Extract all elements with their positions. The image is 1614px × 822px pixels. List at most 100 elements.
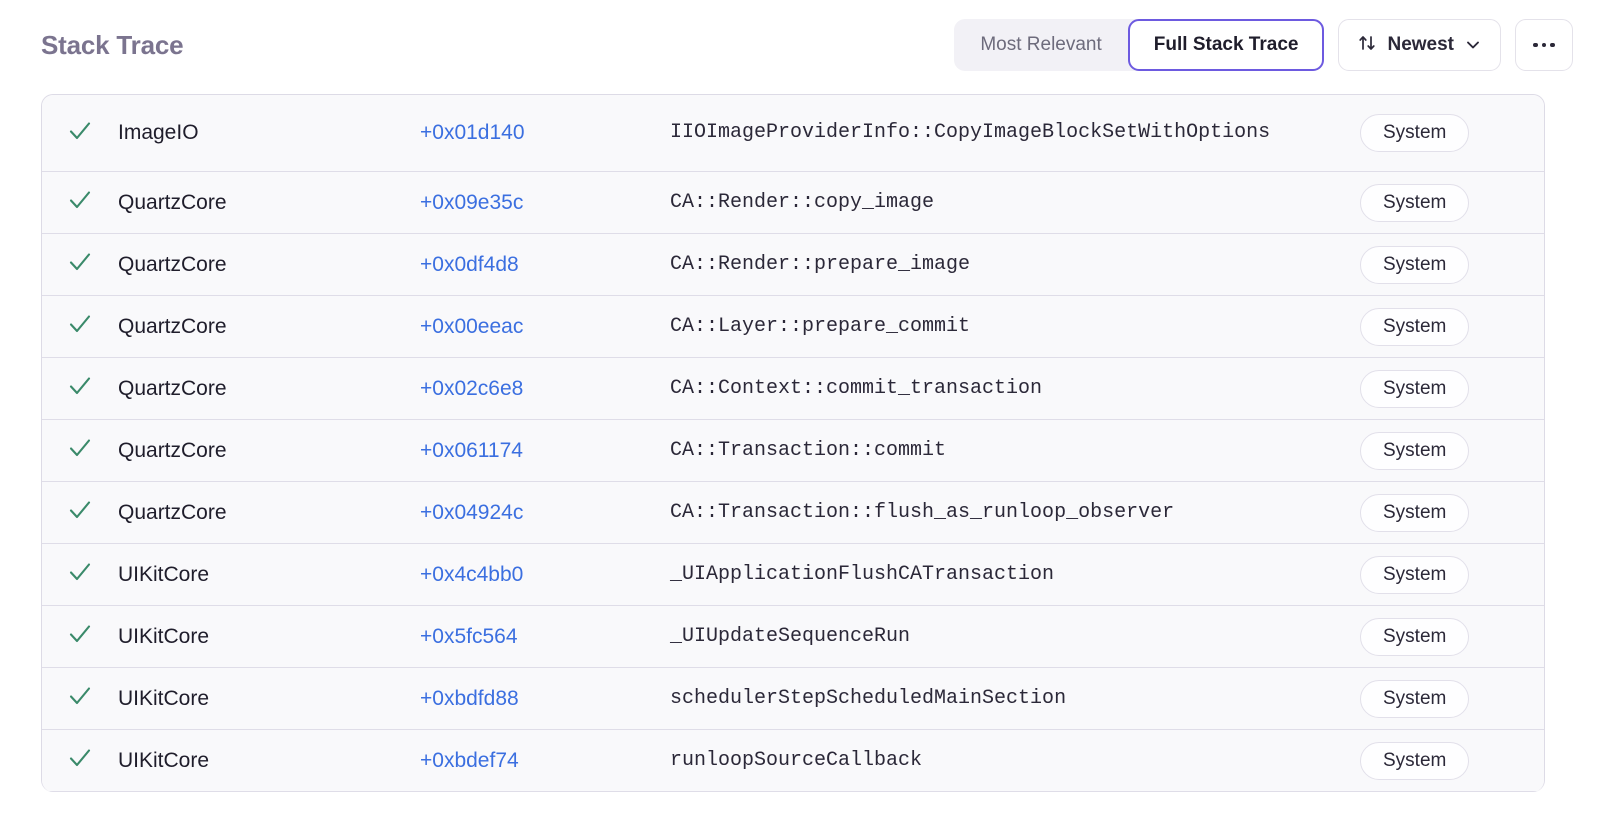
check-icon [67, 249, 93, 280]
row-module: UIKitCore [118, 624, 210, 648]
row-offset[interactable]: +0xbdfd88 [420, 686, 519, 710]
row-badge-cell: System [1360, 493, 1522, 532]
check-icon [67, 435, 93, 466]
row-offset[interactable]: +0x09e35c [420, 190, 524, 214]
row-module: QuartzCore [118, 190, 227, 214]
row-checkmark[interactable] [42, 621, 118, 652]
table-row[interactable]: UIKitCore +0xbdef74 runloopSourceCallbac… [42, 730, 1544, 792]
row-function: CA::Render::prepare_image [670, 252, 971, 276]
row-checkmark[interactable] [42, 373, 118, 404]
check-icon [67, 559, 93, 590]
tab-full-stack-trace[interactable]: Full Stack Trace [1127, 19, 1325, 71]
check-icon [67, 745, 93, 776]
row-checkmark[interactable] [42, 118, 118, 149]
row-checkmark[interactable] [42, 435, 118, 466]
row-badge-cell: System [1360, 555, 1522, 594]
row-function: schedulerStepScheduledMainSection [670, 686, 1067, 710]
status-badge: System [1360, 431, 1470, 470]
status-badge: System [1360, 245, 1470, 284]
row-offset[interactable]: +0x4c4bb0 [420, 562, 524, 586]
table-row[interactable]: QuartzCore +0x061174 CA::Transaction::co… [42, 420, 1544, 482]
row-function: CA::Context::commit_transaction [670, 376, 1043, 400]
row-checkmark[interactable] [42, 683, 118, 714]
row-module: UIKitCore [118, 686, 210, 710]
row-function: runloopSourceCallback [670, 748, 923, 772]
row-badge-cell: System [1360, 183, 1522, 222]
row-badge-cell: System [1360, 617, 1522, 656]
table-row[interactable]: QuartzCore +0x0df4d8 CA::Render::prepare… [42, 234, 1544, 296]
table-row[interactable]: QuartzCore +0x04924c CA::Transaction::fl… [42, 482, 1544, 544]
row-function: CA::Transaction::flush_as_runloop_observ… [670, 500, 1175, 524]
table-row[interactable]: ImageIO +0x01d140 IIOImageProviderInfo::… [42, 95, 1544, 172]
check-icon [67, 373, 93, 404]
header-controls: Most Relevant Full Stack Trace Newest [954, 19, 1573, 71]
row-checkmark[interactable] [42, 745, 118, 776]
row-function: CA::Layer::prepare_commit [670, 314, 971, 338]
row-badge-cell: System [1360, 679, 1522, 718]
page-title: Stack Trace [41, 29, 184, 60]
row-badge-cell: System [1360, 114, 1522, 152]
row-module: QuartzCore [118, 252, 227, 276]
check-icon [67, 621, 93, 652]
table-row[interactable]: UIKitCore +0x5fc564 _UIUpdateSequenceRun… [42, 606, 1544, 668]
row-offset[interactable]: +0x5fc564 [420, 624, 518, 648]
row-module: QuartzCore [118, 376, 227, 400]
row-offset[interactable]: +0x01d140 [420, 121, 525, 144]
row-badge-cell: System [1360, 741, 1522, 780]
row-checkmark[interactable] [42, 249, 118, 280]
status-badge: System [1360, 493, 1470, 532]
status-badge: System [1360, 369, 1470, 408]
more-options-button[interactable] [1515, 19, 1573, 71]
row-offset[interactable]: +0xbdef74 [420, 748, 519, 772]
check-icon [67, 311, 93, 342]
status-badge: System [1360, 183, 1470, 222]
row-checkmark[interactable] [42, 311, 118, 342]
status-badge: System [1360, 555, 1470, 594]
table-row[interactable]: QuartzCore +0x00eeac CA::Layer::prepare_… [42, 296, 1544, 358]
check-icon [67, 187, 93, 218]
row-module: QuartzCore [118, 500, 227, 524]
row-checkmark[interactable] [42, 559, 118, 590]
status-badge: System [1360, 679, 1470, 718]
row-offset[interactable]: +0x0df4d8 [420, 252, 519, 276]
row-function: CA::Transaction::commit [670, 438, 947, 462]
row-checkmark[interactable] [42, 497, 118, 528]
row-function: _UIUpdateSequenceRun [670, 624, 911, 648]
table-row[interactable]: UIKitCore +0x4c4bb0 _UIApplicationFlushC… [42, 544, 1544, 606]
row-module: ImageIO [118, 121, 199, 144]
row-function: CA::Render::copy_image [670, 190, 935, 214]
row-function: _UIApplicationFlushCATransaction [670, 562, 1055, 586]
row-badge-cell: System [1360, 245, 1522, 284]
row-offset[interactable]: +0x02c6e8 [420, 376, 524, 400]
view-mode-segmented-control[interactable]: Most Relevant Full Stack Trace [954, 19, 1325, 71]
row-offset[interactable]: +0x04924c [420, 500, 524, 524]
row-badge-cell: System [1360, 307, 1522, 346]
check-icon [67, 118, 93, 149]
row-badge-cell: System [1360, 431, 1522, 470]
row-offset[interactable]: +0x00eeac [420, 314, 524, 338]
row-badge-cell: System [1360, 369, 1522, 408]
table-row[interactable]: UIKitCore +0xbdfd88 schedulerStepSchedul… [42, 668, 1544, 730]
status-badge: System [1360, 307, 1470, 346]
stack-trace-table: ImageIO +0x01d140 IIOImageProviderInfo::… [41, 94, 1545, 792]
sort-button[interactable]: Newest [1338, 19, 1501, 71]
table-row[interactable]: QuartzCore +0x02c6e8 CA::Context::commit… [42, 358, 1544, 420]
row-module: QuartzCore [118, 438, 227, 462]
check-icon [67, 683, 93, 714]
sort-label: Newest [1387, 34, 1454, 55]
row-module: QuartzCore [118, 314, 227, 338]
tab-most-relevant[interactable]: Most Relevant [980, 34, 1102, 55]
row-checkmark[interactable] [42, 187, 118, 218]
status-badge: System [1360, 617, 1470, 656]
row-function: IIOImageProviderInfo::CopyImageBlockSetW… [670, 121, 1271, 144]
panel-header: Stack Trace Most Relevant Full Stack Tra… [0, 0, 1614, 90]
status-badge: System [1360, 741, 1470, 780]
check-icon [67, 497, 93, 528]
chevron-down-icon [1464, 36, 1482, 54]
status-badge: System [1360, 114, 1470, 152]
sort-arrows-icon [1357, 33, 1377, 57]
row-offset[interactable]: +0x061174 [420, 438, 523, 462]
ellipsis-icon [1533, 42, 1555, 48]
table-row[interactable]: QuartzCore +0x09e35c CA::Render::copy_im… [42, 172, 1544, 234]
